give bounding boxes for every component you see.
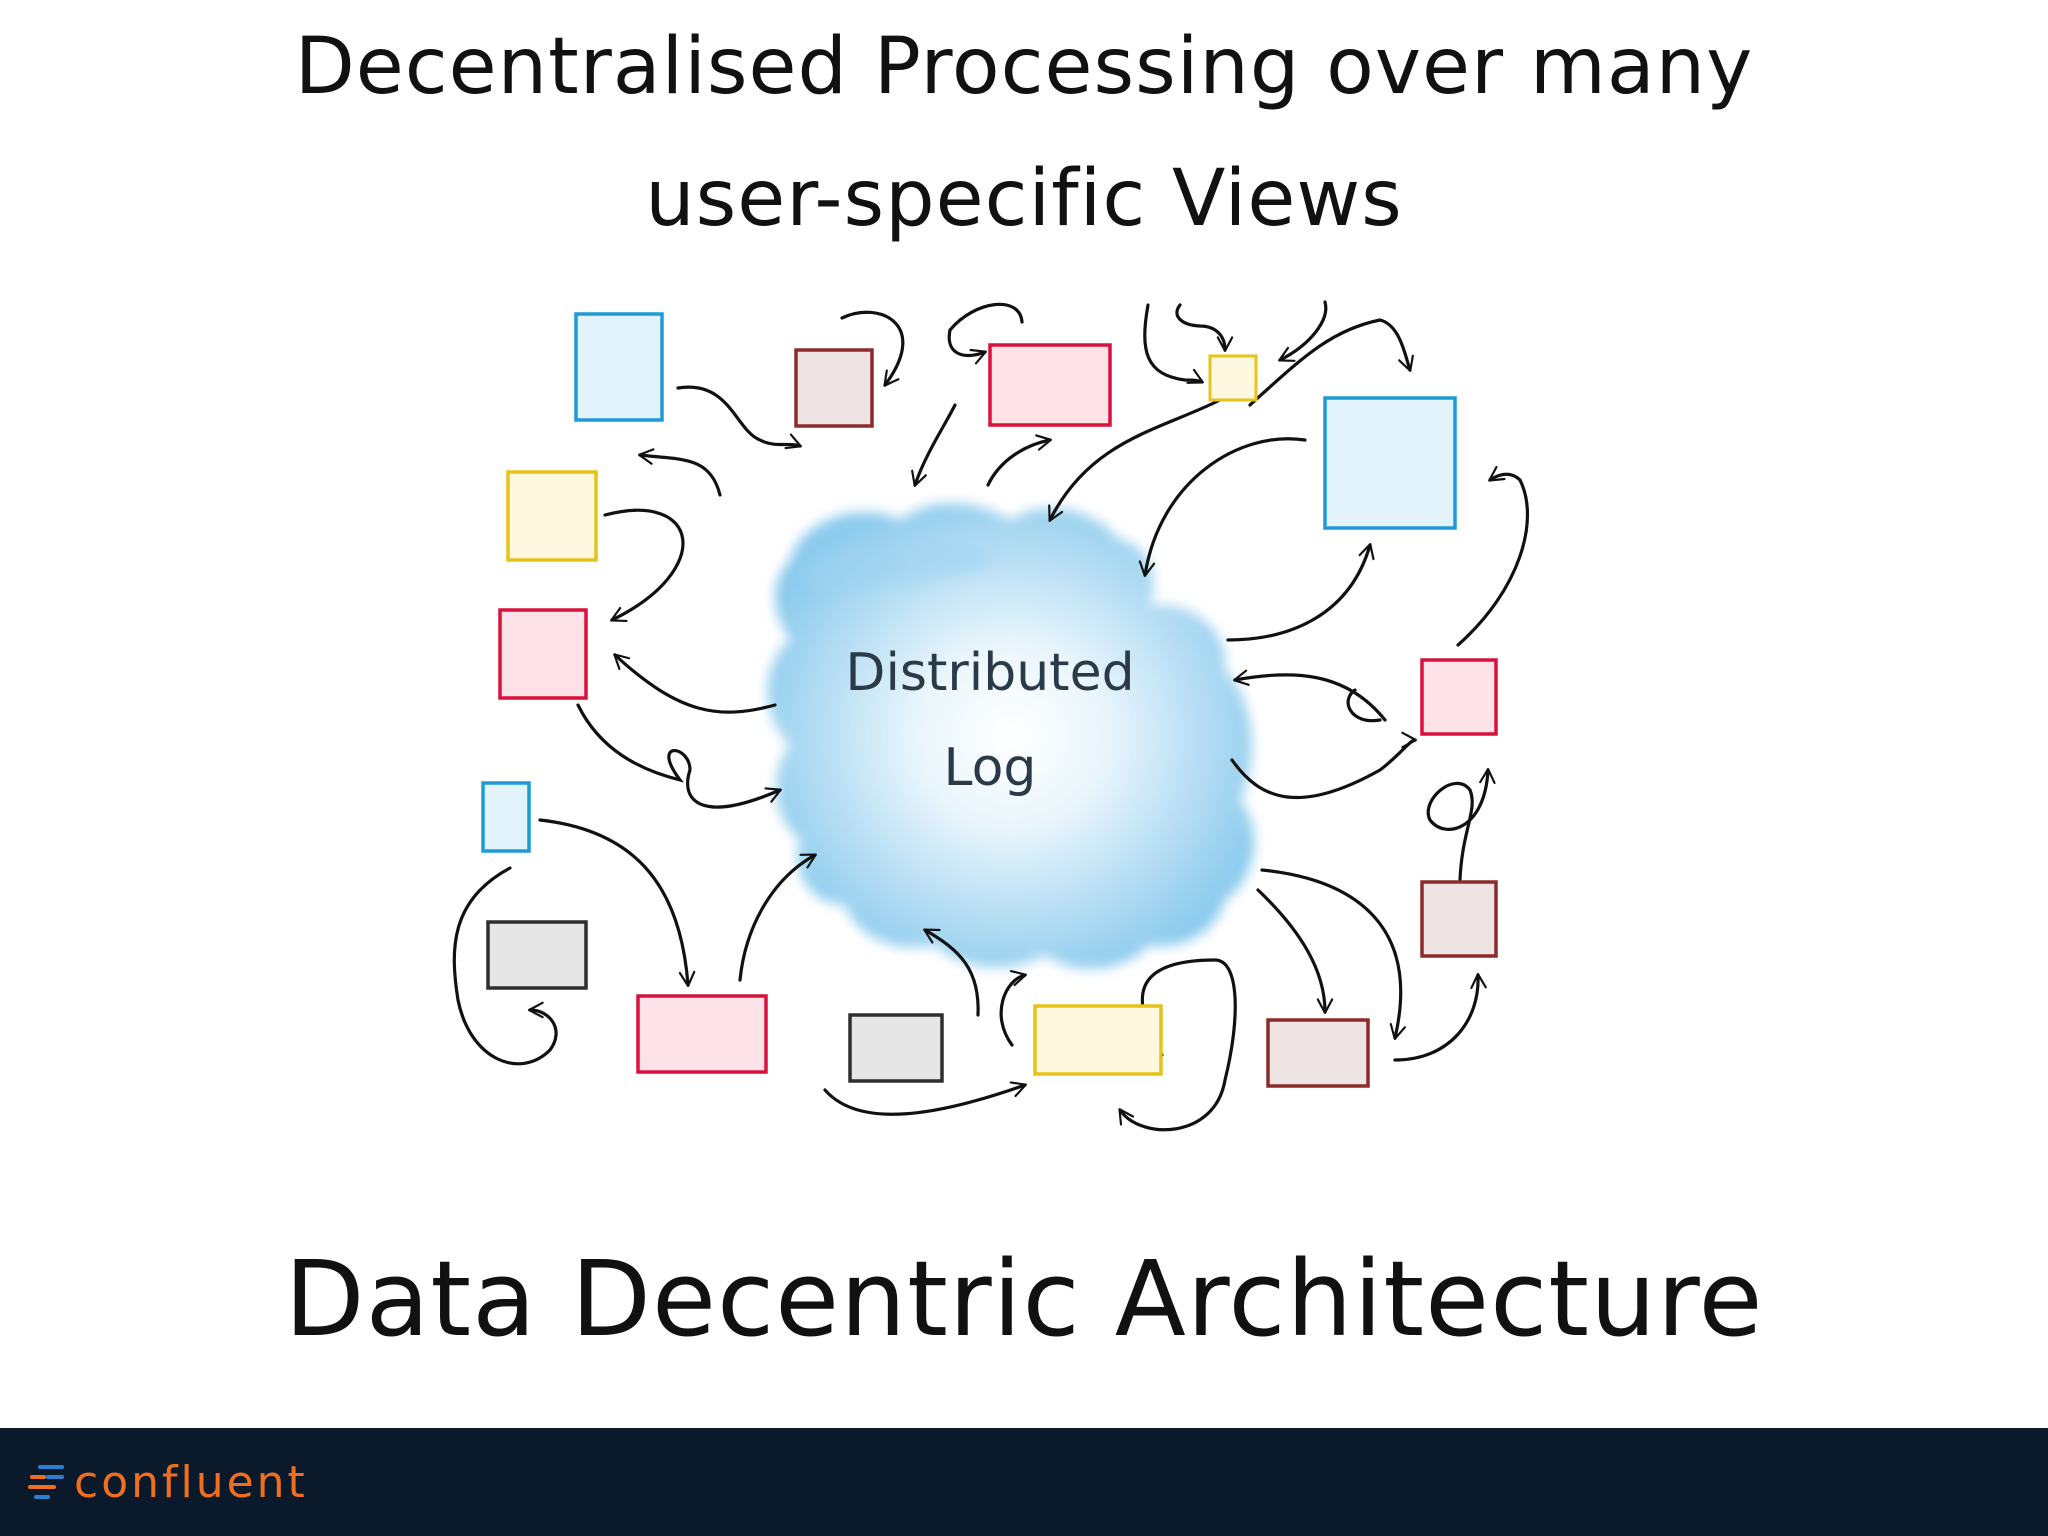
slide-title-line-2: user-specific Views (645, 154, 1403, 244)
footer-bar: confluent (0, 1428, 2048, 1536)
arrow-05 (986, 434, 1052, 487)
arrow-26 (1393, 973, 1487, 1062)
box-maroon-right (1420, 880, 1498, 958)
arrow-04 (911, 403, 957, 487)
confluent-logo: confluent (26, 1452, 308, 1512)
arrow-10 (1048, 398, 1222, 522)
box-blue-small-left (481, 781, 531, 853)
box-yellow-bottom (1033, 1004, 1163, 1076)
confluent-wordmark: confluent (74, 1456, 308, 1508)
arrow-19 (452, 866, 558, 1066)
arrow-24 (1256, 888, 1334, 1014)
box-maroon-bottom-right (1266, 1018, 1370, 1088)
arrow-30 (1233, 669, 1387, 722)
arrow-28 (1426, 768, 1496, 882)
view-boxes (481, 312, 1498, 1088)
box-yellow-left (506, 470, 598, 562)
box-gray-left (486, 920, 588, 990)
arrow-23 (1118, 958, 1237, 1132)
arrow-03 (947, 302, 1024, 365)
arrow-20 (923, 928, 980, 1017)
arrow-31 (1346, 688, 1382, 723)
architecture-diagram: Distributed Log (452, 300, 1530, 1132)
box-blue-top-right (1323, 396, 1457, 530)
arrow-14 (603, 508, 685, 623)
arrow-06 (1143, 303, 1204, 384)
arrow-16 (576, 703, 782, 809)
arrow-13 (638, 448, 722, 497)
box-maroon-top (794, 348, 874, 428)
arrow-27 (1230, 731, 1417, 800)
box-red-bottom-left (636, 994, 768, 1074)
connector-arrows (452, 300, 1530, 1132)
confluent-logo-icon (28, 1465, 64, 1499)
arrow-08 (1278, 300, 1328, 362)
box-red-right (1420, 658, 1498, 736)
arrow-15 (613, 653, 777, 714)
arrow-21 (823, 1081, 1027, 1116)
box-red-top (988, 343, 1112, 427)
slide-subtitle: Data Decentric Architecture (284, 1238, 1764, 1360)
box-yellow-small-top (1208, 354, 1258, 402)
slide-canvas: Decentralised Processing over many user-… (284, 22, 1764, 1360)
arrow-07 (1175, 303, 1234, 352)
arrow-22 (999, 970, 1027, 1047)
arrow-01 (676, 385, 802, 450)
arrow-09 (1248, 318, 1414, 407)
box-blue-top-left (574, 312, 664, 422)
box-gray-bottom (848, 1013, 944, 1083)
cloud-label-line-1: Distributed (845, 643, 1134, 703)
arrow-11 (1138, 437, 1307, 577)
cloud-label-line-2: Log (944, 738, 1037, 798)
arrow-29 (1456, 465, 1530, 647)
arrow-12 (1226, 543, 1375, 642)
distributed-log-cloud: Distributed Log (767, 503, 1255, 969)
box-red-left (498, 608, 588, 700)
slide-title-line-1: Decentralised Processing over many (294, 22, 1754, 112)
arrow-18 (738, 853, 817, 982)
arrow-17 (538, 818, 696, 987)
arrow-25 (1260, 868, 1406, 1040)
arrow-02 (840, 310, 905, 387)
